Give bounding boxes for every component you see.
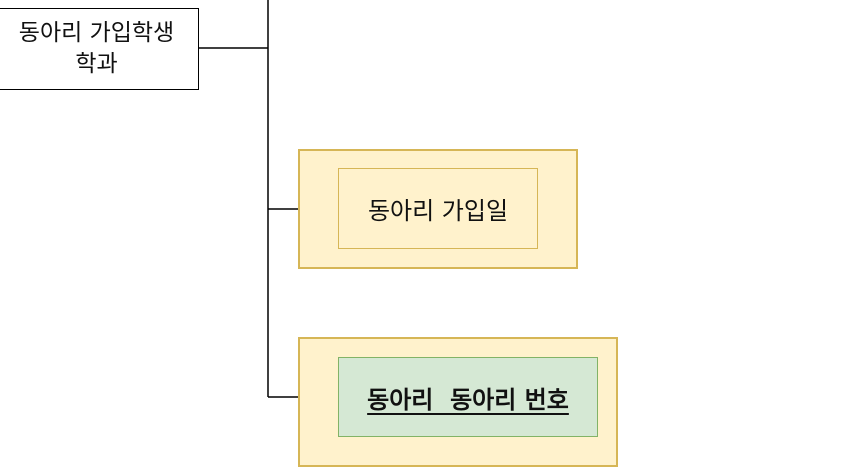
join-date-label: 동아리 가입일 [367,197,509,225]
entity-label-line-2: 학과 [75,51,118,77]
club-number-label: 동아리 동아리 번호 [367,385,569,414]
club-number-key-attribute: 동아리 동아리 번호 [338,357,598,437]
entity-label-line-1: 동아리 가입학생 [18,19,175,46]
diagram-canvas: 동아리 가입학생 학과 동아리 가입일 동아리 동아리 번호 [0,0,618,467]
join-date-attribute: 동아리 가입일 [338,168,538,249]
club-member-entity-box: 동아리 가입학생 학과 [0,8,199,90]
